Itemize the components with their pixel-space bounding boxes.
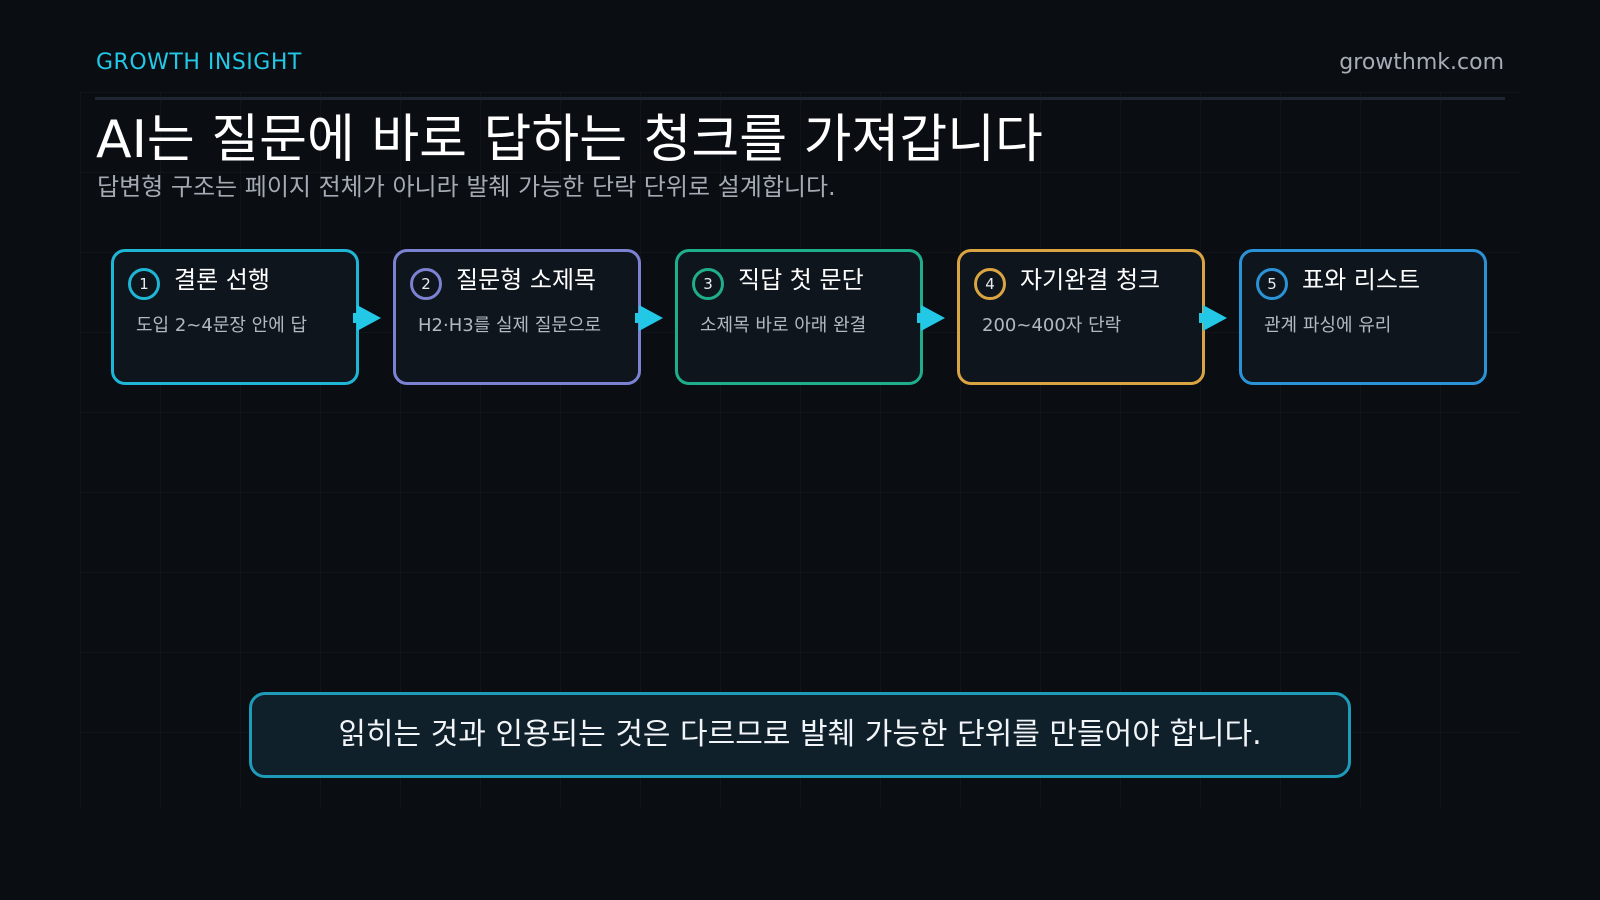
step-title: 직답 첫 문단 (738, 266, 864, 294)
page-subtitle: 답변형 구조는 페이지 전체가 아니라 발췌 가능한 단락 단위로 설계합니다. (97, 173, 836, 201)
step-title: 표와 리스트 (1302, 266, 1421, 294)
step-card-5: 5 표와 리스트 관계 파싱에 유리 (1239, 249, 1487, 385)
arrow-right-icon (353, 305, 381, 331)
callout-text: 읽히는 것과 인용되는 것은 다르므로 발췌 가능한 단위를 만들어야 합니다. (338, 717, 1262, 752)
site-url: growthmk.com (1339, 50, 1504, 75)
step-number-badge: 1 (128, 268, 160, 300)
key-message-callout: 읽히는 것과 인용되는 것은 다르므로 발췌 가능한 단위를 만들어야 합니다. (249, 692, 1351, 778)
step-title: 결론 선행 (174, 266, 270, 294)
step-number-badge: 3 (692, 268, 724, 300)
step-number-badge: 4 (974, 268, 1006, 300)
step-description: 200~400자 단락 (982, 315, 1122, 336)
step-number-badge: 2 (410, 268, 442, 300)
step-number-badge: 5 (1256, 268, 1288, 300)
header-divider (95, 97, 1505, 100)
process-steps: 1 결론 선행 도입 2~4문장 안에 답 2 질문형 소제목 H2·H3를 실… (111, 249, 1491, 389)
step-card-4: 4 자기완결 청크 200~400자 단락 (957, 249, 1205, 385)
brand-label: GROWTH INSIGHT (96, 50, 302, 75)
step-card-1: 1 결론 선행 도입 2~4문장 안에 답 (111, 249, 359, 385)
step-card-2: 2 질문형 소제목 H2·H3를 실제 질문으로 (393, 249, 641, 385)
step-description: H2·H3를 실제 질문으로 (418, 315, 602, 336)
step-card-3: 3 직답 첫 문단 소제목 바로 아래 완결 (675, 249, 923, 385)
page-title: AI는 질문에 바로 답하는 청크를 가져갑니다 (96, 110, 1043, 170)
arrow-right-icon (1199, 305, 1227, 331)
arrow-right-icon (635, 305, 663, 331)
step-description: 관계 파싱에 유리 (1264, 315, 1392, 336)
step-description: 소제목 바로 아래 완결 (700, 315, 867, 336)
arrow-right-icon (917, 305, 945, 331)
step-title: 질문형 소제목 (456, 266, 597, 294)
step-title: 자기완결 청크 (1020, 266, 1161, 294)
step-description: 도입 2~4문장 안에 답 (136, 315, 308, 336)
